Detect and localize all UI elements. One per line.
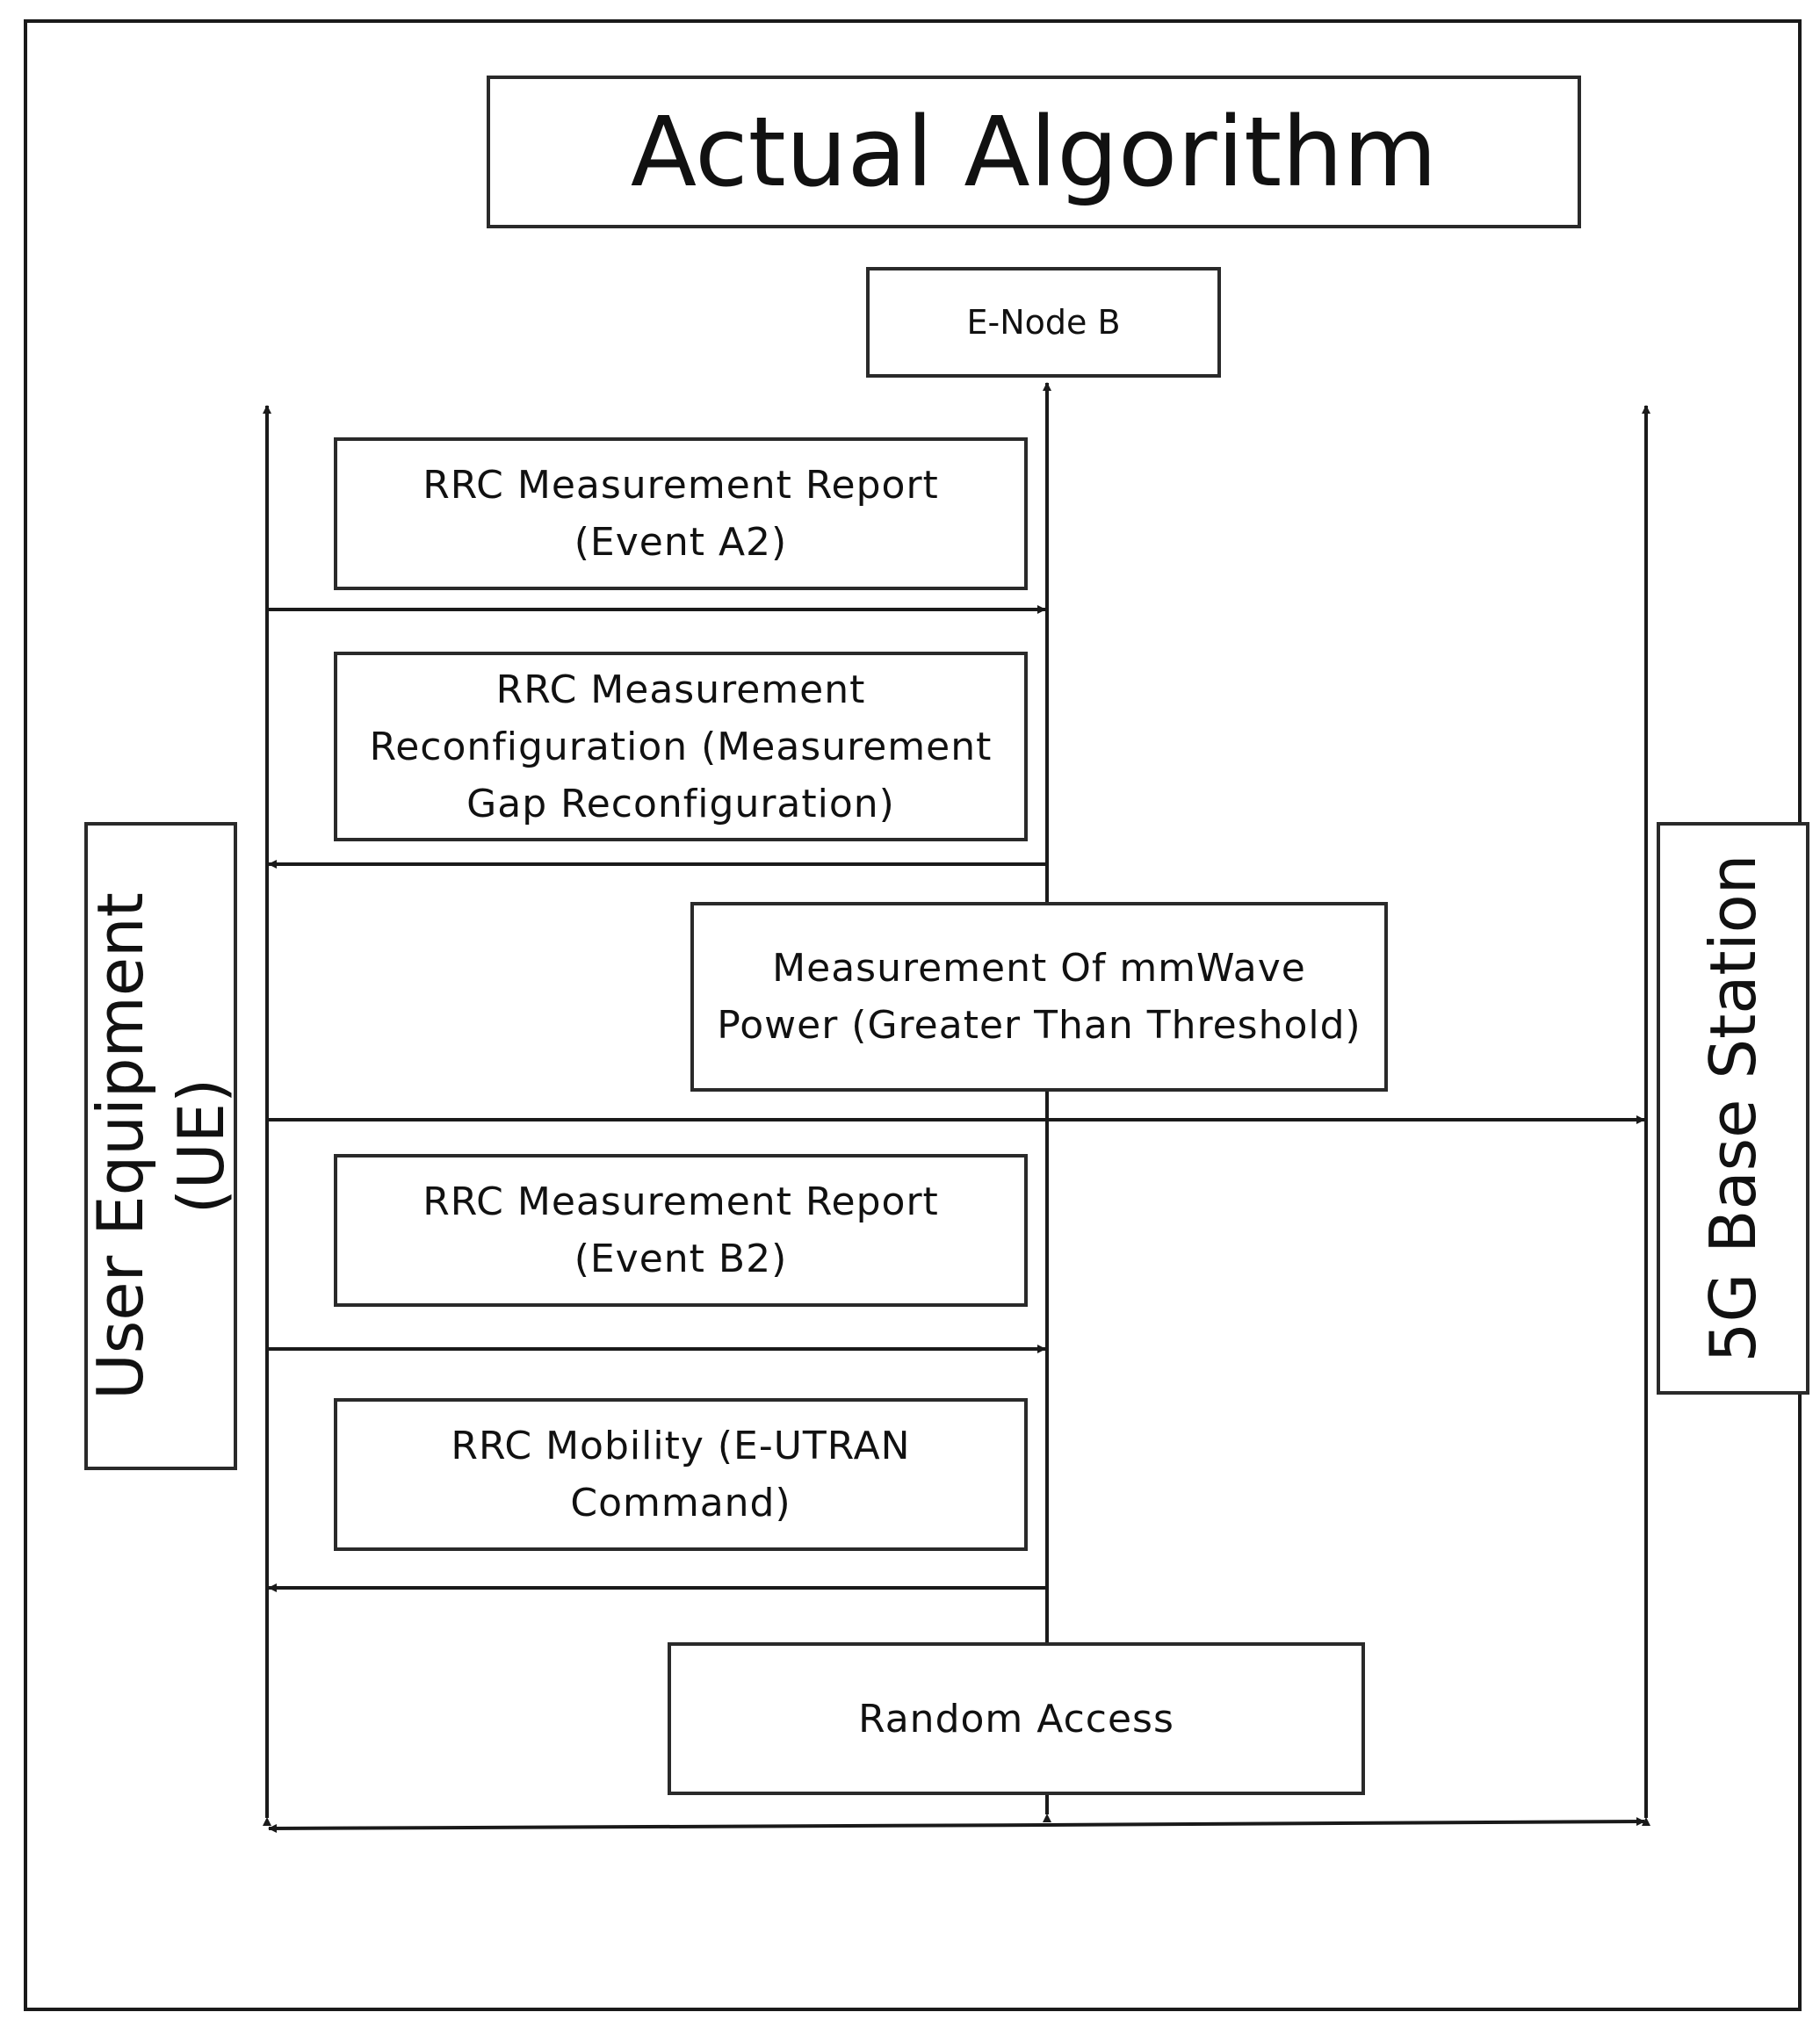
enode-b-box: E-Node B	[866, 267, 1221, 378]
base-station-box: 5G Base Station	[1657, 822, 1809, 1395]
message-text: Measurement Of mmWave	[772, 946, 1306, 991]
message-box-random-access: Random Access	[668, 1642, 1365, 1795]
base-station-label: 5G Base Station	[1696, 854, 1770, 1363]
message-text: Reconfiguration (Measurement	[369, 724, 993, 769]
message-box-mobility: RRC Mobility (E-UTRAN Command)	[334, 1398, 1028, 1551]
ue-label-line: (UE)	[164, 1078, 238, 1215]
arrow-random-access-right	[1046, 1817, 1645, 1827]
message-text: RRC Mobility (E-UTRAN	[451, 1424, 911, 1468]
message-text: RRC Measurement Report	[422, 1179, 939, 1224]
user-equipment-label: User Equipment (UE)	[80, 892, 242, 1400]
message-text: Command)	[570, 1481, 791, 1525]
message-text: (Event A2)	[574, 520, 788, 565]
diagram-title: Actual Algorithm	[487, 76, 1581, 228]
arrow-random-access-left	[268, 1823, 1048, 1833]
message-box-event-a2: RRC Measurement Report (Event A2)	[334, 437, 1028, 590]
message-text: Power (Greater Than Threshold)	[717, 1003, 1361, 1048]
message-text: RRC Measurement	[495, 667, 866, 712]
message-text: Gap Reconfiguration)	[466, 781, 895, 826]
message-text: (Event B2)	[574, 1237, 788, 1281]
message-text: Random Access	[858, 1696, 1174, 1742]
message-text: RRC Measurement Report	[422, 463, 939, 508]
ue-label-line: User Equipment	[83, 892, 157, 1400]
user-equipment-box: User Equipment (UE)	[83, 822, 238, 1470]
message-box-event-b2: RRC Measurement Report (Event B2)	[334, 1154, 1028, 1307]
